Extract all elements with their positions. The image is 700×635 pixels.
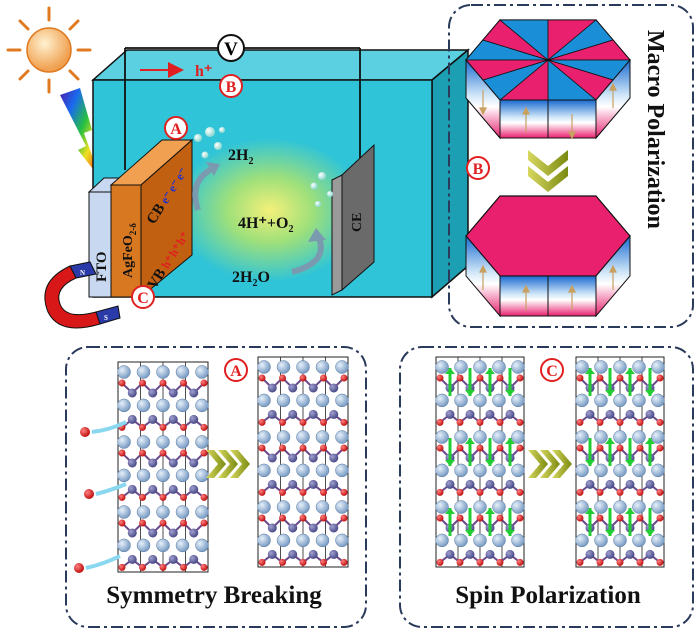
external-circuit (124, 47, 361, 170)
detached-oxygen-atoms (74, 420, 127, 573)
downward-chevron-icon (528, 150, 568, 192)
symmetry-breaking-panel (65, 346, 367, 628)
svg-text:B: B (473, 161, 484, 178)
crystal-structure-before (117, 361, 209, 573)
marker-a-cell: A (164, 116, 188, 140)
marker-c-cell: C (131, 285, 155, 309)
sun-icon (6, 6, 92, 94)
voltmeter-label: V (224, 39, 238, 60)
o2-product: 4H⁺+O2 (238, 215, 293, 235)
spin-polarization-title: Spin Polarization (455, 582, 641, 609)
counter-electrode (331, 143, 375, 296)
reaction-glow (175, 138, 365, 282)
symmetry-breaking-title: Symmetry Breaking (106, 582, 322, 609)
photoanode (87, 138, 194, 299)
svg-text:A: A (170, 121, 182, 138)
spin-polarization-panel (399, 346, 694, 628)
magnet-n-label: N (80, 269, 85, 277)
spin-structure-after (575, 356, 665, 568)
bubbles (194, 127, 333, 207)
marker-b-cell: B (219, 74, 243, 98)
voltmeter-icon: V (217, 34, 245, 62)
marker-a-panel: A (224, 358, 248, 382)
hole-3: h⁺ (173, 229, 192, 247)
hole-1: h⁺ (158, 253, 177, 271)
magnet-icon: N S (44, 261, 121, 329)
agfeo-label: AgFeO2-δ (121, 223, 138, 278)
svg-text:B: B (226, 79, 237, 96)
marker-c-panel: C (540, 358, 564, 382)
magnet-s-label: S (104, 314, 108, 322)
h2-product: 2H2 (228, 147, 253, 167)
marker-b-panel: B (466, 156, 490, 180)
ce-label: CE (350, 213, 365, 232)
light-beam-icon (60, 88, 100, 178)
h2-arrow (192, 165, 216, 211)
macro-polarization-panel (448, 4, 694, 328)
svg-text:A: A (230, 363, 242, 380)
hole-flow-label: h⁺ (195, 63, 212, 80)
macro-polarization-title: Macro Polarization (642, 30, 668, 229)
right-chevron-icon-symmetry (206, 450, 250, 478)
svg-text:C: C (546, 363, 558, 380)
uniform-polarization-hexagon (465, 195, 631, 318)
fto-label: FTO (94, 251, 110, 282)
crystal-structure-after (257, 356, 349, 568)
svg-text:C: C (137, 290, 149, 307)
polarized-domains-hexagon (465, 19, 631, 140)
spin-structure-before (435, 356, 525, 568)
right-chevron-icon-spin (528, 450, 572, 478)
water-reactant: 2H2O (232, 269, 270, 289)
hole-2: h⁺ (166, 241, 185, 259)
